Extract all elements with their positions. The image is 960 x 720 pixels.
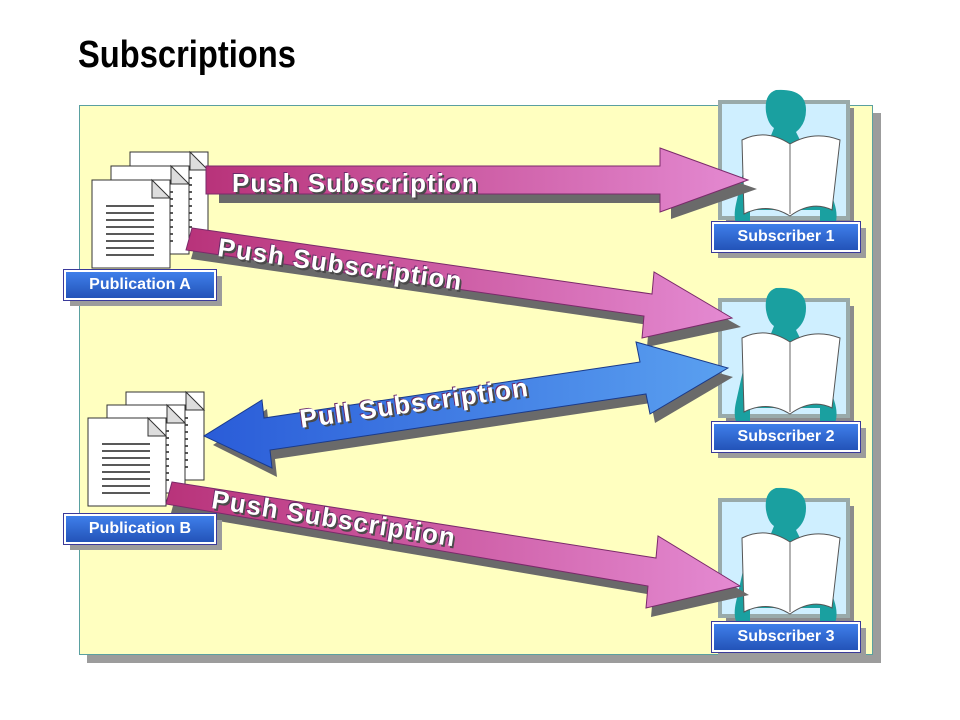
pull-arrow	[202, 341, 733, 477]
arrow-label-push-1: Push Subscription	[232, 168, 479, 198]
subscriber-3-label: Subscriber 3	[711, 621, 861, 653]
subscriber-2-label: Subscriber 2	[711, 421, 861, 453]
push-arrow-3	[165, 481, 749, 617]
subscriber-3-icon	[718, 485, 856, 630]
publication-a-label: Publication A	[63, 269, 217, 301]
subscriber-2-icon	[718, 285, 856, 430]
publication-b-label: Publication B	[63, 513, 217, 545]
subscriber-1-label: Subscriber 1	[711, 221, 861, 253]
push-arrow-2	[185, 227, 741, 347]
push-arrow-1	[205, 147, 757, 219]
page-title: Subscriptions	[78, 34, 296, 76]
subscriber-1-icon	[718, 87, 856, 232]
